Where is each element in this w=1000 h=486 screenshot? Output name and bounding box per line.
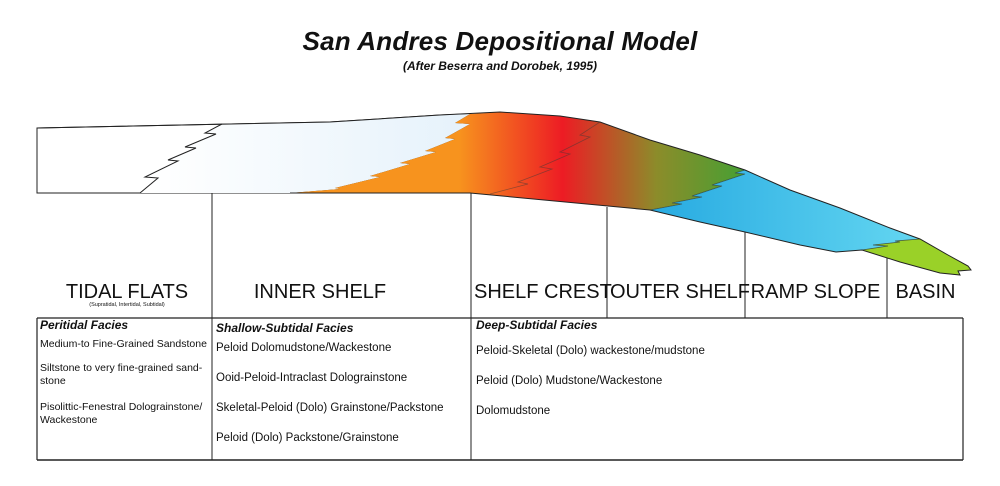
zone-label-outer-shelf: OUTER SHELF bbox=[610, 281, 751, 303]
facies-item: Medium-to Fine-Grained Sandstone bbox=[40, 338, 207, 350]
basin-lime-body bbox=[862, 239, 971, 275]
zone-sublabel-tidal-flats: (Supratidal, Intertidal, Subtidal) bbox=[89, 302, 165, 308]
diagram-subtitle: (After Beserra and Dorobek, 1995) bbox=[402, 59, 598, 73]
facies-item: Siltstone to very fine-grained sand- sto… bbox=[40, 362, 203, 387]
facies-item: Peloid (Dolo) Packstone/Grainstone bbox=[216, 432, 399, 444]
facies-heading: Shallow-Subtidal Facies bbox=[216, 321, 354, 335]
facies-column-peritidal: Peritidal Facies Medium-to Fine-Grained … bbox=[40, 318, 212, 427]
facies-item: Peloid-Skeletal (Dolo) wackestone/mudsto… bbox=[476, 345, 705, 357]
ramp-blue-body bbox=[650, 170, 920, 252]
zone-label-ramp-slope: RAMP SLOPE bbox=[750, 281, 881, 303]
facies-column-deep-subtidal: Deep-Subtidal Facies Peloid-Skeletal (Do… bbox=[476, 318, 756, 418]
facies-column-shallow-subtidal: Shallow-Subtidal Facies Peloid Dolomudst… bbox=[216, 321, 471, 445]
zone-label-tidal-flats: TIDAL FLATS bbox=[65, 281, 189, 303]
tidal-wash-zone bbox=[140, 114, 470, 193]
facies-item: Peloid Dolomudstone/Wackestone bbox=[216, 342, 392, 354]
zone-label-shelf-crest: SHELF CREST bbox=[474, 281, 612, 303]
facies-item: Peloid (Dolo) Mudstone/Wackestone bbox=[476, 375, 663, 387]
outer-shelf-contact bbox=[649, 169, 746, 211]
zone-label-inner-shelf: INNER SHELF bbox=[253, 281, 387, 303]
basin-contact bbox=[861, 238, 921, 251]
facies-heading: Peritidal Facies bbox=[40, 318, 129, 332]
facies-heading: Deep-Subtidal Facies bbox=[476, 318, 598, 332]
tidal-contact-line bbox=[139, 123, 223, 194]
facies-item: Skeletal-Peloid (Dolo) Grainstone/Packst… bbox=[216, 402, 444, 414]
facies-item: Dolomudstone bbox=[476, 405, 551, 417]
facies-item: Ooid-Peloid-Intraclast Dolograinstone bbox=[216, 372, 408, 384]
shelf-crest-contact bbox=[489, 121, 601, 195]
facies-item: Pisolittic-Fenestral Dolograinstone/ Wac… bbox=[40, 401, 203, 426]
shelf-carbonate-body bbox=[290, 112, 745, 210]
zone-label-basin: BASIN bbox=[895, 281, 956, 303]
profile-top-outline bbox=[36, 111, 972, 276]
diagram-title: San Andres Depositional Model bbox=[302, 26, 698, 56]
